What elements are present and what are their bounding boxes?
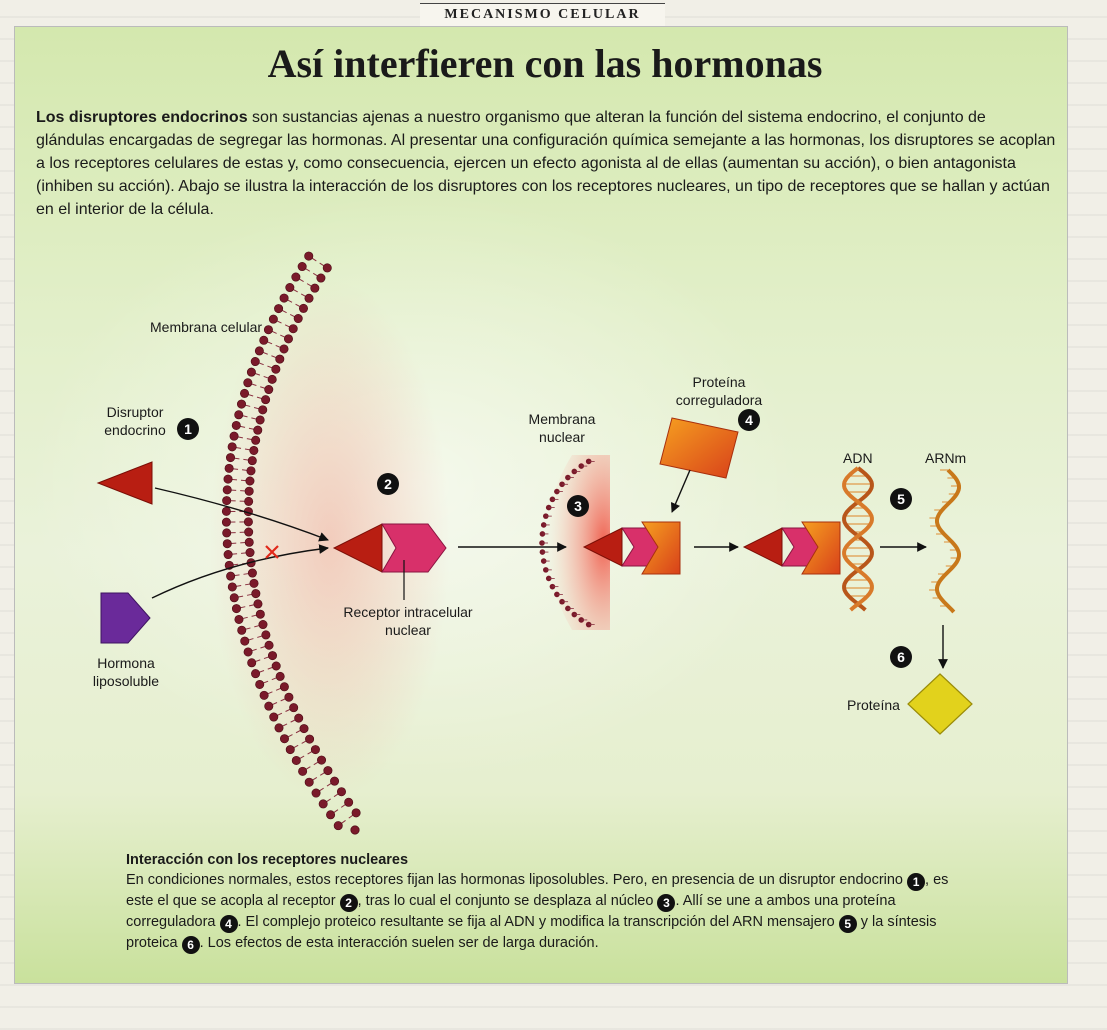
caption-text-4: . Allí se une a ambos una proteína corre… (126, 893, 896, 930)
step-number-1: 1 (177, 418, 199, 440)
caption-text-6: y la síntesis proteica (126, 914, 937, 951)
caption-number-1: 1 (907, 873, 926, 891)
step-number-2: 2 (377, 473, 399, 495)
caption-number-6: 6 (181, 936, 200, 954)
caption-text-2: , es este el que se acopla al receptor (126, 872, 949, 909)
caption-number-3: 3 (657, 894, 676, 912)
caption-number-4: 4 (219, 915, 238, 933)
label-disruptor: Disruptor endocrino (96, 403, 174, 439)
label-hormona: Hormona liposoluble (86, 654, 166, 690)
label-receptor-l2: nuclear (385, 622, 431, 638)
section-tag: MECANISMO CELULAR (420, 3, 665, 27)
caption-text-5: . El complejo proteico resultante se fij… (237, 914, 839, 930)
intro-paragraph: Los disruptores endocrinos son sustancia… (36, 106, 1056, 221)
label-receptor: Receptor intracelular nuclear (338, 603, 478, 639)
label-membrana-nuclear-l1: Membrana (528, 411, 596, 427)
label-disruptor-l1: Disruptor (106, 404, 164, 420)
label-proteina-corr-l1: Proteína (692, 374, 746, 390)
label-proteina-correguladora: Proteína correguladora (668, 373, 770, 409)
step-number-6: 6 (890, 646, 912, 668)
label-hormona-l1: Hormona (97, 655, 155, 671)
step-number-3: 3 (567, 495, 589, 517)
label-proteina-corr-l2: correguladora (675, 392, 763, 408)
label-adn: ADN (843, 450, 873, 466)
caption: Interacción con los receptores nucleares… (126, 850, 956, 954)
caption-text-7: . Los efectos de esta interacción suelen… (199, 935, 599, 951)
label-receptor-l1: Receptor intracelular (343, 604, 473, 620)
label-membrana-nuclear-l2: nuclear (539, 429, 585, 445)
label-membrana-nuclear: Membrana nuclear (522, 410, 602, 446)
intro-lead: Los disruptores endocrinos (36, 109, 248, 126)
label-proteina: Proteína (847, 697, 900, 713)
caption-text-3: , tras lo cual el conjunto se desplaza a… (357, 893, 658, 909)
label-hormona-l2: liposoluble (92, 673, 160, 689)
intro-text: son sustancias ajenas a nuestro organism… (36, 109, 1056, 218)
label-disruptor-l2: endocrino (104, 422, 166, 438)
label-arnm: ARNm (925, 450, 967, 466)
page-title: Así interfieren con las hormonas (267, 41, 823, 86)
caption-title: Interacción con los receptores nucleares (126, 852, 409, 868)
caption-number-5: 5 (838, 915, 857, 933)
step-number-5: 5 (890, 488, 912, 510)
caption-number-2: 2 (339, 894, 358, 912)
label-membrana-celular: Membrana celular (150, 319, 263, 335)
step-number-4: 4 (738, 409, 760, 431)
caption-text-1: En condiciones normales, estos receptore… (126, 872, 908, 888)
